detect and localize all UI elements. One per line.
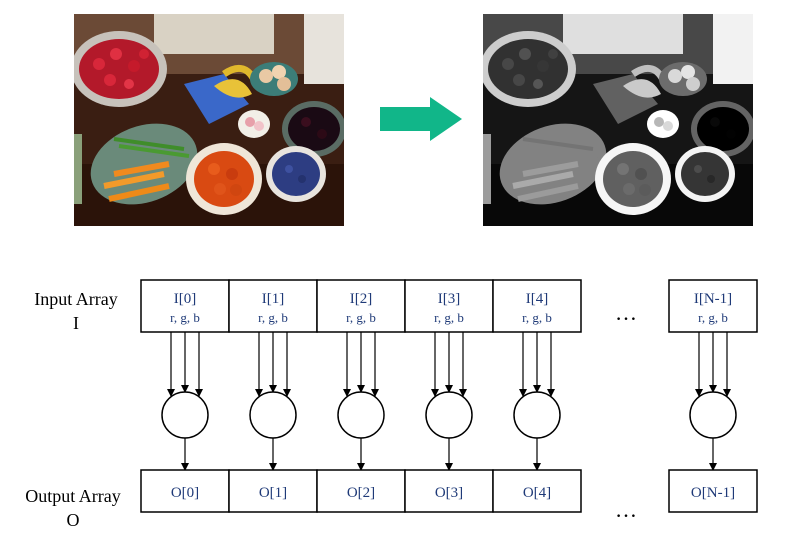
input-cell-index: I[2] — [350, 291, 373, 307]
input-cell — [668, 279, 758, 333]
map-column: I[N-1] r, g, b O[N-1] — [668, 279, 758, 513]
output-cell — [492, 469, 582, 513]
output-cell-label: O[0] — [171, 485, 199, 501]
map-column: I[3] r, g, b O[3] — [404, 279, 494, 513]
input-cell — [316, 279, 406, 333]
input-cell-index: I[N-1] — [694, 291, 732, 307]
map-column: I[4] r, g, b O[4] — [492, 279, 582, 513]
map-column: I[1] r, g, b O[1] — [228, 279, 318, 513]
map-function-node — [161, 391, 209, 439]
arrow-shape — [380, 97, 462, 141]
output-cell-label: O[N-1] — [691, 485, 735, 501]
output-ellipsis: … — [615, 497, 637, 522]
map-function-node — [249, 391, 297, 439]
output-grayscale-photo — [483, 14, 753, 226]
input-cell-index: I[4] — [526, 291, 549, 307]
map-column: I[0] r, g, b O[0] — [140, 279, 230, 513]
map-column: I[2] r, g, b O[2] — [316, 279, 406, 513]
input-array-label: Input Array — [34, 289, 117, 309]
output-cell — [316, 469, 406, 513]
input-cell — [228, 279, 318, 333]
output-cell — [140, 469, 230, 513]
input-cell — [404, 279, 494, 333]
right-arrow-icon — [380, 97, 462, 141]
input-cell-index: I[0] — [174, 291, 197, 307]
input-cell — [492, 279, 582, 333]
output-cell-label: O[2] — [347, 485, 375, 501]
input-color-photo — [74, 14, 344, 226]
output-cell-label: O[3] — [435, 485, 463, 501]
output-cell-label: O[1] — [259, 485, 287, 501]
map-function-node — [513, 391, 561, 439]
input-cell-channels: r, g, b — [522, 310, 552, 325]
input-cell-channels: r, g, b — [698, 310, 728, 325]
parallel-map-diagram: Input Array I Output Array O I[0] r, g, b… — [25, 279, 758, 530]
map-function-node — [689, 391, 737, 439]
output-cell-label: O[4] — [523, 485, 551, 501]
input-cell-channels: r, g, b — [258, 310, 288, 325]
output-array-label: Output Array — [25, 486, 120, 506]
output-array-symbol: O — [67, 510, 80, 530]
output-cell — [668, 469, 758, 513]
map-function-node — [337, 391, 385, 439]
input-cell-channels: r, g, b — [434, 310, 464, 325]
input-cell — [140, 279, 230, 333]
input-cell-channels: r, g, b — [346, 310, 376, 325]
input-ellipsis: … — [615, 300, 637, 325]
input-array-symbol: I — [73, 313, 79, 333]
input-cell-index: I[3] — [438, 291, 461, 307]
input-cell-index: I[1] — [262, 291, 285, 307]
map-function-node — [425, 391, 473, 439]
output-cell — [404, 469, 494, 513]
input-cell-channels: r, g, b — [170, 310, 200, 325]
output-cell — [228, 469, 318, 513]
